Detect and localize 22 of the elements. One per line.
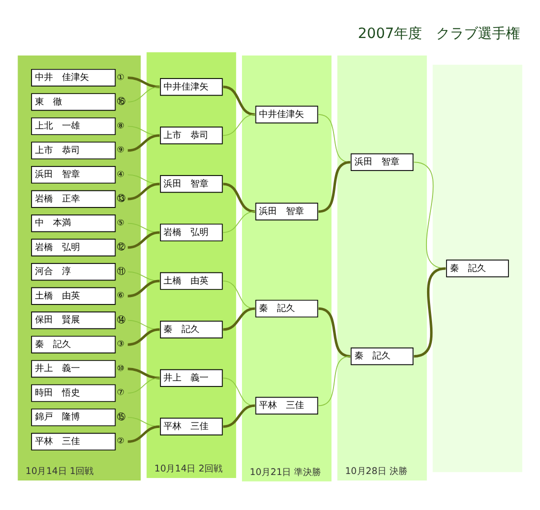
node-label: ④ xyxy=(116,168,124,178)
diagram-title: 2007年度 クラブ選手権 xyxy=(358,26,520,42)
cluster xyxy=(432,64,522,472)
node-label: ⑮ xyxy=(116,410,125,421)
node-label: ⑨ xyxy=(116,144,124,154)
connector xyxy=(222,210,256,232)
node-label: ⑫ xyxy=(116,241,125,252)
node-label: ⑧ xyxy=(116,120,124,130)
node-label: ① xyxy=(116,71,124,82)
node-label: ⑬ xyxy=(116,192,125,203)
node-label: ⑤ xyxy=(116,216,124,227)
node-label: ⑦ xyxy=(116,386,124,397)
node-label: ⑩ xyxy=(116,362,124,372)
node-label: ⑭ xyxy=(116,314,125,324)
node-label: ③ xyxy=(116,338,124,348)
connector xyxy=(222,114,256,136)
node-label: ⑯ xyxy=(116,96,125,106)
connector xyxy=(414,266,446,358)
node-label: ② xyxy=(116,435,124,446)
node-label: ⑪ xyxy=(116,265,125,276)
connector xyxy=(318,355,351,406)
node-label: ⑥ xyxy=(116,290,124,300)
